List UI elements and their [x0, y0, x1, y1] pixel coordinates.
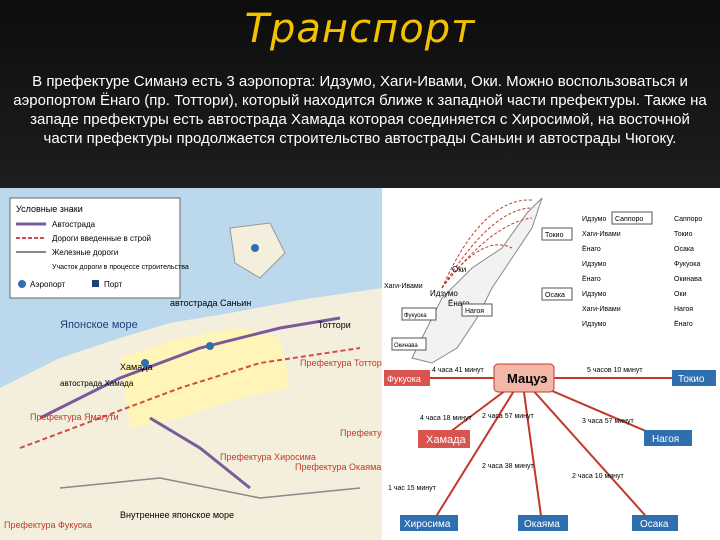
svg-text:Токио: Токио [674, 231, 693, 238]
region-boxes: Токио Осака Нагоя Фукуока Окинава Саппор… [391, 211, 653, 351]
svg-text:Ёнаго: Ёнаго [674, 320, 693, 328]
slide-paragraph: В префектуре Симанэ есть 3 аэропорта: Ид… [13, 73, 707, 147]
airport-icon [251, 244, 259, 252]
svg-text:2 часа 38 минут: 2 часа 38 минут [482, 463, 535, 470]
destination-nodes: Фукуока Токио Хамада Нагоя Хиросима Окая… [384, 370, 716, 531]
diagram-city: Ёнаго [448, 299, 470, 308]
svg-text:Фукуока: Фукуока [404, 313, 427, 319]
svg-text:Хамада: Хамада [426, 434, 467, 446]
legend-title: Условные знаки [16, 204, 83, 214]
svg-text:5 часов 10 минут: 5 часов 10 минут [587, 367, 643, 374]
map-label-hamada-expressway: автострада Хамада [60, 379, 134, 388]
svg-text:Идзумо: Идзумо [582, 216, 606, 223]
slide-title: Транспорт [244, 6, 476, 52]
center-label: Мацуэ [507, 371, 547, 386]
legend-item: Порт [104, 280, 122, 289]
rail-line [59, 477, 361, 499]
svg-text:Ёнаго: Ёнаго [582, 245, 601, 253]
map-label-hamada: Хамада [120, 362, 152, 372]
svg-text:Фукуока: Фукуока [387, 374, 421, 384]
airport-icon [206, 342, 214, 350]
diagram-city: Оки [452, 265, 466, 274]
map-label-yamaguchi: Префектура Ямагути [30, 412, 119, 422]
svg-text:Саппоро: Саппоро [615, 216, 643, 223]
svg-text:Осака: Осака [545, 292, 565, 299]
map-label-tottori: Тоттори [318, 320, 351, 330]
map-label-sea: Японское море [60, 319, 138, 331]
map-label-hiroshima: Префектура Хиросима [220, 452, 316, 462]
legend-item: Автострада [52, 220, 96, 229]
svg-text:Окаяма: Окаяма [524, 519, 560, 530]
svg-text:Нагоя: Нагоя [465, 308, 484, 315]
svg-text:2 часа 10 минут: 2 часа 10 минут [572, 473, 625, 480]
svg-text:4 часа 41 минут: 4 часа 41 минут [432, 367, 485, 374]
svg-text:Хаги-Ивами: Хаги-Ивами [582, 306, 621, 313]
svg-text:Хиросима: Хиросима [404, 519, 451, 530]
route-diagram: Оки Идзумо Хаги-Ивами Ёнаго Токио Осака … [382, 188, 720, 540]
map-label-hyogo: Префектура Хёго [340, 428, 382, 438]
airport-icon [141, 359, 149, 367]
svg-text:Саппоро: Саппоро [674, 216, 702, 223]
map-label-okayama: Префектура Окаяма [295, 462, 381, 472]
svg-text:Осака: Осака [674, 246, 694, 253]
svg-text:Окинава: Окинава [394, 343, 418, 349]
route-list: Идзумо Саппоро Хаги-Ивами Токио Ёнаго Осака… [582, 216, 702, 328]
map-label-sanin: автострада Саньин [170, 298, 251, 308]
travel-lines [422, 377, 682, 524]
svg-text:Хаги-Ивами: Хаги-Ивами [582, 231, 621, 238]
legend-item: Дороги введенные в строй [52, 234, 151, 243]
svg-text:Ёнаго: Ёнаго [582, 275, 601, 283]
svg-text:Токио: Токио [545, 232, 564, 239]
flight-arcs [441, 199, 533, 289]
diagram-city: Идзумо [430, 289, 458, 298]
kyushu-shape [0, 443, 30, 508]
travel-times: 4 часа 41 минут 5 часов 10 минут 4 часа … [388, 367, 643, 492]
legend-item: Железные дороги [52, 248, 118, 257]
road-line [19, 347, 361, 449]
japan-outline [411, 197, 543, 364]
svg-text:Токио: Токио [678, 374, 705, 385]
map-label-inland-sea: Внутреннее японское море [120, 510, 234, 520]
center-node [493, 363, 555, 393]
map-label-fukuoka: Префектура Фукуока [4, 520, 92, 530]
svg-text:Идзумо: Идзумо [582, 261, 606, 268]
svg-text:4 часа 18 минут: 4 часа 18 минут [420, 415, 473, 422]
svg-text:Идзумо: Идзумо [582, 321, 606, 328]
svg-text:Оки: Оки [674, 291, 687, 298]
port-icon [92, 280, 99, 287]
prefecture-map: Условные знаки Автострада Дороги введенн… [0, 188, 382, 540]
svg-text:Нагоя: Нагоя [674, 306, 693, 313]
svg-text:Нагоя: Нагоя [652, 434, 679, 445]
svg-text:Окинава: Окинава [674, 276, 702, 283]
svg-text:1 час 15 минут: 1 час 15 минут [388, 485, 437, 492]
shimane-area [120, 328, 290, 428]
svg-text:Идзумо: Идзумо [582, 291, 606, 298]
map-label-tottori-pref: Префектура Тоттори [300, 358, 382, 368]
svg-text:Осака: Осака [640, 519, 669, 530]
svg-text:2 часа 57 минут: 2 часа 57 минут [482, 413, 535, 420]
hamada-expressway-line [149, 416, 251, 490]
legend-item: Участок дороги в процессе строительства [52, 264, 189, 271]
svg-text:3 часа 57 минут: 3 часа 57 минут [582, 418, 635, 425]
diagram-city: Хаги-Ивами [384, 283, 423, 290]
airport-icon [18, 280, 26, 288]
svg-text:Фукуока: Фукуока [674, 261, 700, 268]
sanin-expressway-line [39, 316, 341, 420]
legend-item: Аэропорт [30, 280, 66, 289]
